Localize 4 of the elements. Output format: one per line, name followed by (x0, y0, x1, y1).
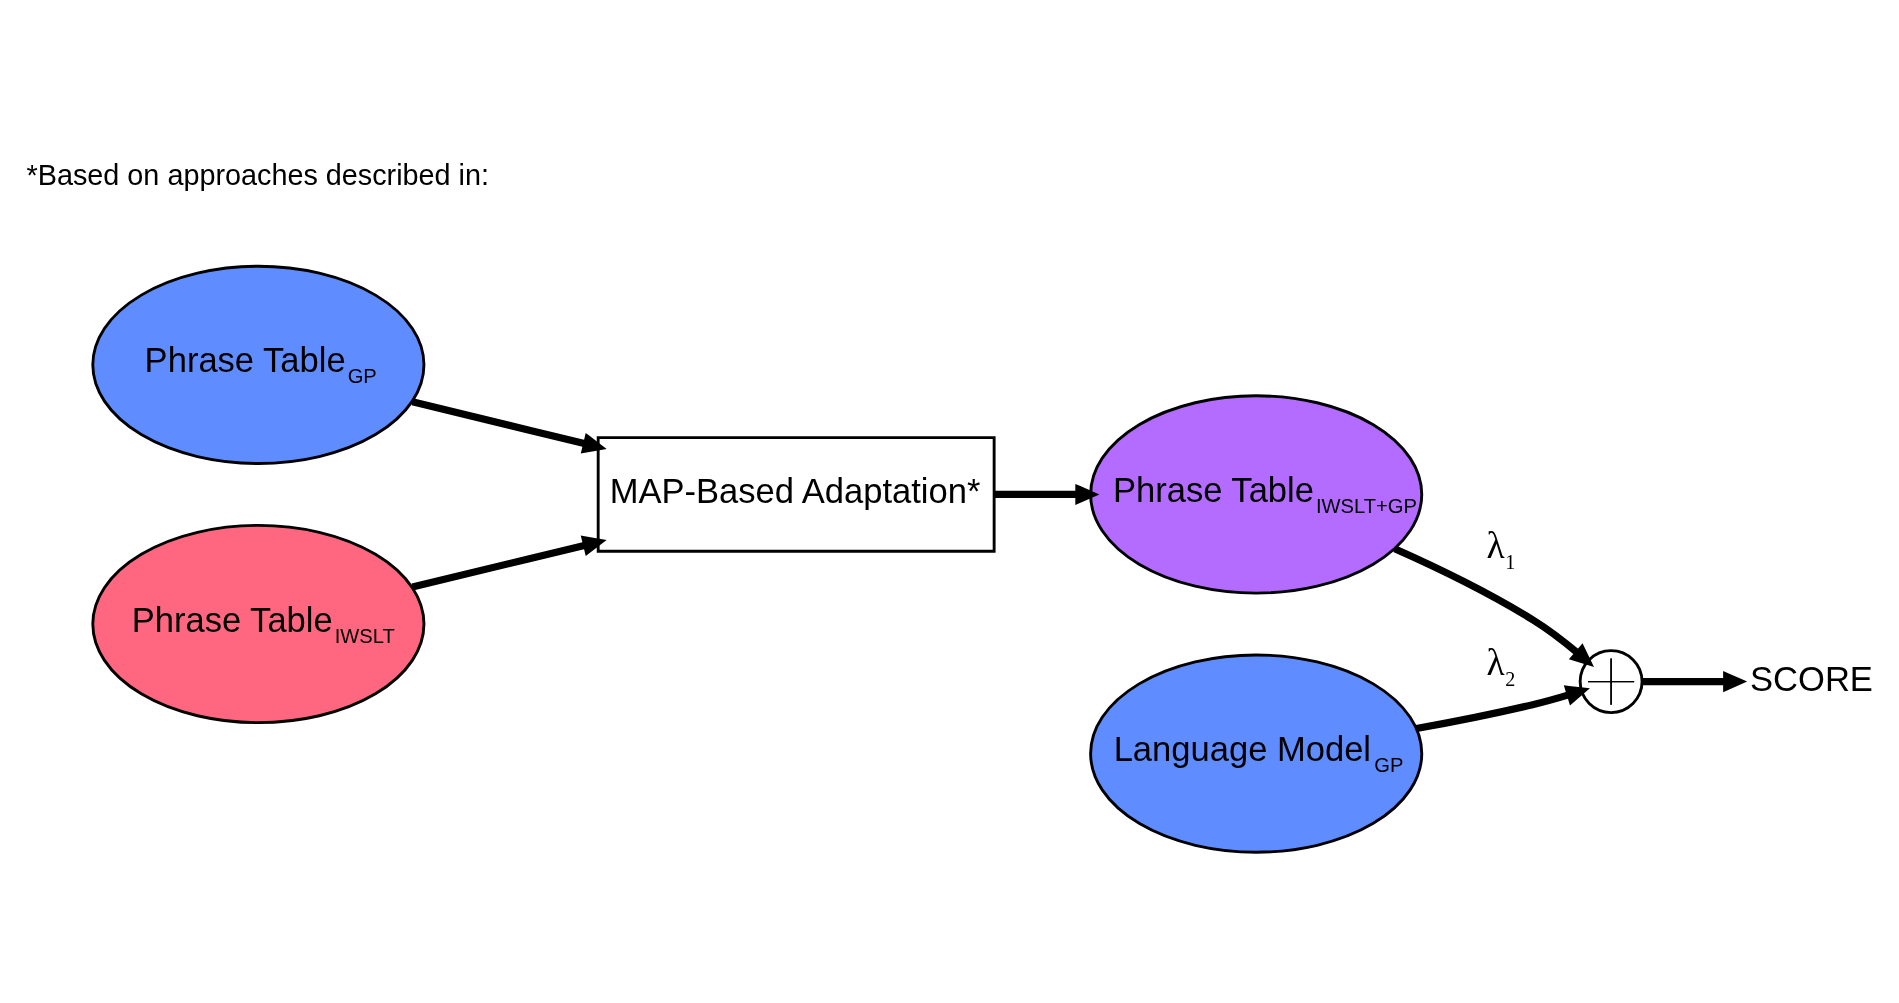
edge-label: λ$_{2}$ (1486, 641, 1516, 690)
node-text: SCORE (1750, 659, 1873, 698)
edge-label: λ$_{1}$ (1486, 524, 1516, 573)
label: *Based on approaches described in: (26, 158, 489, 191)
